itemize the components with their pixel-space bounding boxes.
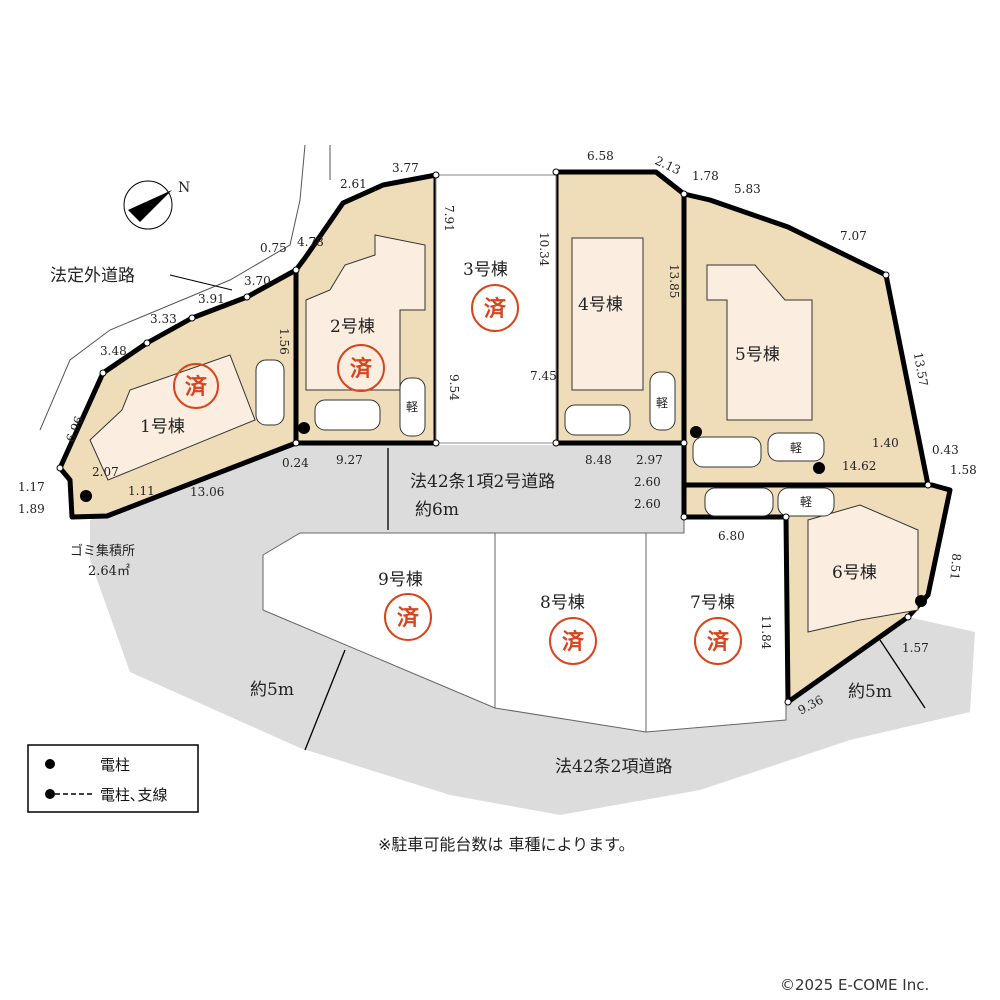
svg-text:10.34: 10.34 [537, 232, 551, 267]
svg-text:1.40: 1.40 [872, 436, 899, 450]
svg-text:9.27: 9.27 [336, 453, 363, 467]
road-width-arrow [304, 649, 346, 751]
svg-text:13.06: 13.06 [190, 485, 224, 499]
lot-label-2: 2号棟 [330, 317, 375, 337]
svg-text:N: N [178, 180, 190, 196]
svg-text:6.58: 6.58 [587, 149, 614, 163]
road-width-arrow [879, 639, 926, 709]
parking-cars [255, 359, 835, 517]
kei-label: 軽 [406, 400, 418, 414]
kei-label: 軽 [656, 396, 668, 410]
sold-stamp: 済 [484, 296, 507, 322]
boundary-vertices [56, 168, 932, 706]
outside-road-label: 法定外道路 [50, 266, 135, 286]
lot-label-4: 4号棟 [578, 295, 623, 315]
svg-text:8.48: 8.48 [585, 453, 612, 467]
house-1 [89, 354, 256, 481]
lot-label-6: 6号棟 [832, 563, 877, 583]
sold-stamp: 済 [707, 629, 730, 655]
garbage-area: 2.64㎡ [88, 564, 130, 579]
svg-text:5.83: 5.83 [734, 182, 761, 196]
svg-text:1.11: 1.11 [128, 484, 155, 498]
svg-text:3.91: 3.91 [198, 292, 225, 306]
svg-text:3.33: 3.33 [150, 312, 177, 326]
svg-text:2.60: 2.60 [634, 475, 661, 489]
kei-label: 軽 [790, 441, 802, 455]
sold-stamp: 済 [350, 356, 373, 382]
lot-label-3: 3号棟 [463, 260, 508, 280]
sold-stamps: 済 済 済 済 済 済 [173, 284, 742, 665]
house-4 [571, 237, 644, 391]
lot-label-9: 9号棟 [378, 570, 423, 590]
svg-text:0.43: 0.43 [932, 443, 959, 457]
road-42-1-2-width: 約6m [415, 500, 459, 520]
svg-text:1.17: 1.17 [18, 480, 45, 494]
svg-text:1.56: 1.56 [277, 328, 291, 355]
lot-label-1: 1号棟 [140, 417, 185, 437]
pole-guy-icon [45, 789, 55, 799]
svg-text:1.78: 1.78 [692, 169, 719, 183]
svg-text:3.48: 3.48 [100, 344, 127, 358]
leader-line [169, 274, 233, 291]
copyright: ©2025 E-COME Inc. [780, 976, 929, 994]
road-42-2-width-left: 約5m [250, 680, 294, 700]
house-2 [305, 234, 426, 391]
svg-text:2.97: 2.97 [636, 453, 663, 467]
legend-pole-guy-label: 電柱､支線 [100, 786, 168, 804]
garbage-label: ゴミ集積所 [70, 543, 135, 559]
north-arrow-icon: N [123, 180, 190, 230]
svg-text:7.91: 7.91 [442, 205, 456, 232]
house-6 [807, 504, 919, 633]
svg-text:13.57: 13.57 [911, 351, 931, 387]
legend: 電柱 電柱､支線 [27, 744, 199, 813]
svg-text:4.78: 4.78 [297, 235, 324, 249]
road-42-2-width-right: 約5m [848, 682, 892, 702]
house-5 [706, 264, 813, 421]
svg-text:0.75: 0.75 [260, 241, 287, 255]
svg-text:0.24: 0.24 [282, 456, 309, 470]
svg-text:7.45: 7.45 [530, 369, 557, 383]
lot-label-5: 5号棟 [735, 345, 780, 365]
pole-icon [45, 759, 55, 769]
svg-text:2.07: 2.07 [92, 465, 119, 479]
lot-label-8: 8号棟 [540, 593, 585, 613]
sold-stamp: 済 [562, 629, 585, 655]
kei-label: 軽 [800, 495, 812, 509]
svg-text:3.70: 3.70 [244, 274, 271, 288]
svg-text:9.54: 9.54 [447, 374, 461, 401]
svg-text:14.62: 14.62 [842, 459, 876, 473]
lot-label-7: 7号棟 [690, 593, 735, 613]
sold-stamp: 済 [397, 605, 420, 631]
svg-text:6.80: 6.80 [718, 529, 745, 543]
road-42-1-2-label: 法42条1項2号道路 [410, 472, 555, 492]
sold-stamp: 済 [185, 374, 208, 400]
dimensions: 6.96 3.48 3.33 3.91 3.70 0.75 4.78 2.61 … [18, 149, 977, 717]
svg-text:1.58: 1.58 [950, 463, 977, 477]
svg-text:1.57: 1.57 [902, 641, 929, 655]
road-42-2-label: 法42条2項道路 [555, 757, 672, 777]
svg-text:13.85: 13.85 [667, 264, 681, 298]
utility-poles [80, 422, 927, 607]
svg-text:3.77: 3.77 [392, 161, 419, 175]
svg-text:2.60: 2.60 [634, 497, 661, 511]
svg-text:1.89: 1.89 [18, 502, 45, 516]
svg-text:2.61: 2.61 [340, 177, 367, 191]
svg-text:7.07: 7.07 [840, 229, 867, 243]
parking-note: ※駐車可能台数は 車種によります。 [378, 835, 635, 854]
svg-text:8.51: 8.51 [947, 553, 963, 581]
legend-pole-label: 電柱 [100, 756, 130, 774]
svg-text:11.84: 11.84 [759, 615, 773, 650]
